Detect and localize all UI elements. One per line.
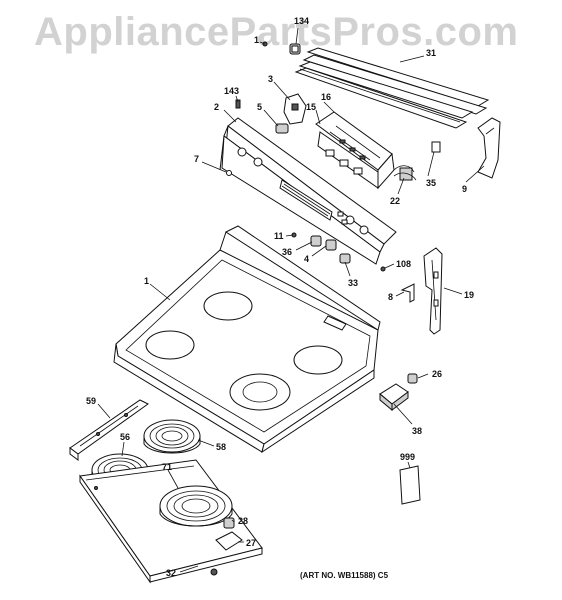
top-trim-strip [294,47,490,129]
callout-15: 15 [306,102,316,112]
callout-11: 11 [274,231,284,241]
callout-134: 134 [294,16,309,26]
callout-19: 19 [464,290,474,300]
callout-999: 999 [400,452,415,462]
infinite-switch [275,123,289,134]
callout-4: 4 [304,254,309,264]
callout-1: 1 [144,276,149,286]
receptacle [215,517,243,551]
callout-3: 3 [268,74,273,84]
callout-36: 36 [282,247,292,257]
surface-element-58 [143,419,201,454]
knob-4 [325,239,337,251]
callout-58: 58 [216,442,226,452]
control-panel-backsplash [219,117,397,265]
callout-27: 27 [246,538,256,548]
wire-harness [393,165,417,181]
callout-5: 5 [257,102,262,112]
trim-end-35 [431,141,441,153]
callout-56: 56 [120,432,130,442]
electronic-control-board [315,111,395,190]
callout-9: 9 [462,184,467,194]
bracket-8 [400,283,415,303]
callout-16: 16 [321,92,331,102]
callout-2: 2 [214,102,219,112]
surface-element-71 [159,485,233,527]
knob-33 [339,253,351,264]
burner-support-bar [69,399,149,461]
terminal-block [379,383,409,412]
screw-7 [226,170,232,176]
callout-26: 26 [432,369,442,379]
art-number: (ART NO. WB11588) C5 [300,571,389,580]
callout-1-top: 1 [254,35,259,45]
mounting-clip [289,43,301,55]
callout-59: 59 [86,396,96,406]
end-cap [477,117,501,179]
instruction-sheet [399,465,421,505]
side-bracket [423,247,443,335]
screw-108 [380,266,386,272]
burner-box [79,459,263,584]
callout-33: 33 [348,278,358,288]
callout-labels: 134 1 31 3 143 16 2 5 15 7 35 9 22 11 36… [86,16,474,580]
callout-32: 32 [166,568,176,578]
callout-38: 38 [412,426,422,436]
screw-26 [407,373,418,384]
callout-143: 143 [224,86,239,96]
leader-lines [97,27,485,573]
callout-35: 35 [426,178,436,188]
callout-71: 71 [162,462,172,472]
callout-7: 7 [194,154,199,164]
callout-31: 31 [426,48,436,58]
callout-28: 28 [238,516,248,526]
cooktop-main-top [113,225,381,454]
small-clip-143 [235,99,241,109]
watermark-text: AppliancePartsPros.com [34,10,519,54]
callout-22: 22 [390,196,400,206]
callout-8: 8 [388,292,393,302]
knob-36 [310,235,322,247]
control-knob-3 [283,93,307,125]
callout-108: 108 [396,259,411,269]
